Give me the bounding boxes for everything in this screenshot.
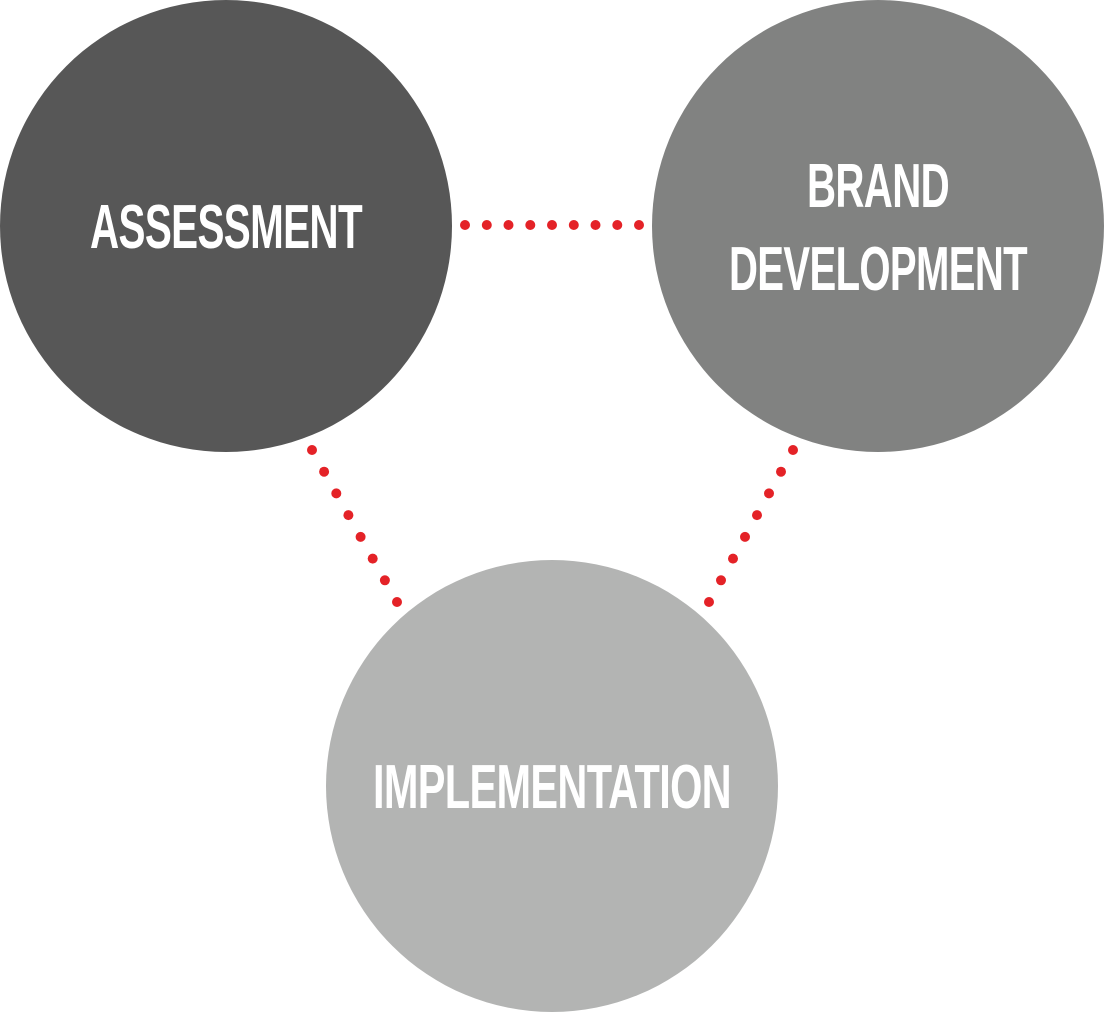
connector-assessment-brand-development: [460, 220, 644, 230]
brand-development-circle: [652, 0, 1104, 452]
connector-dot: [788, 445, 798, 455]
connector-dot: [367, 553, 378, 564]
connector-dot: [481, 220, 492, 230]
connector-dot: [307, 445, 317, 455]
connector-dot: [343, 510, 354, 521]
connector-dot: [612, 220, 623, 230]
connector-assessment-implementation: [307, 445, 402, 607]
connector-dot: [568, 220, 579, 230]
node-brand-development: BRAND DEVELOPMENT: [652, 0, 1104, 452]
implementation-label: IMPLEMENTATION: [373, 753, 731, 822]
connector-dot: [331, 488, 342, 499]
connector-dot: [716, 575, 726, 586]
connector-dot: [319, 466, 330, 477]
connector-dot: [634, 220, 644, 230]
connector-brand-development-implementation: [704, 445, 798, 607]
brand-development-label-line-1: BRAND: [807, 152, 949, 221]
connector-dot: [392, 597, 402, 607]
connector-dot: [764, 488, 774, 499]
connector-dot: [460, 220, 470, 230]
connector-dot: [740, 531, 750, 542]
connector-dot: [776, 466, 786, 477]
connector-dot: [590, 220, 601, 230]
implementation-circle: [326, 560, 778, 1012]
connector-dot: [355, 531, 366, 542]
connector-dot: [547, 220, 557, 230]
connector-dot: [704, 597, 714, 607]
connector-dot: [503, 220, 514, 230]
connector-dot: [379, 575, 390, 586]
connector-dot: [752, 510, 762, 521]
node-implementation: IMPLEMENTATION: [326, 560, 778, 1012]
node-assessment: ASSESSMENT: [0, 0, 452, 452]
connector-dot: [525, 220, 536, 230]
brand-development-label-line-2: DEVELOPMENT: [729, 235, 1028, 304]
connector-dot: [728, 553, 738, 564]
assessment-label: ASSESSMENT: [90, 193, 363, 262]
assessment-circle: [0, 0, 452, 452]
